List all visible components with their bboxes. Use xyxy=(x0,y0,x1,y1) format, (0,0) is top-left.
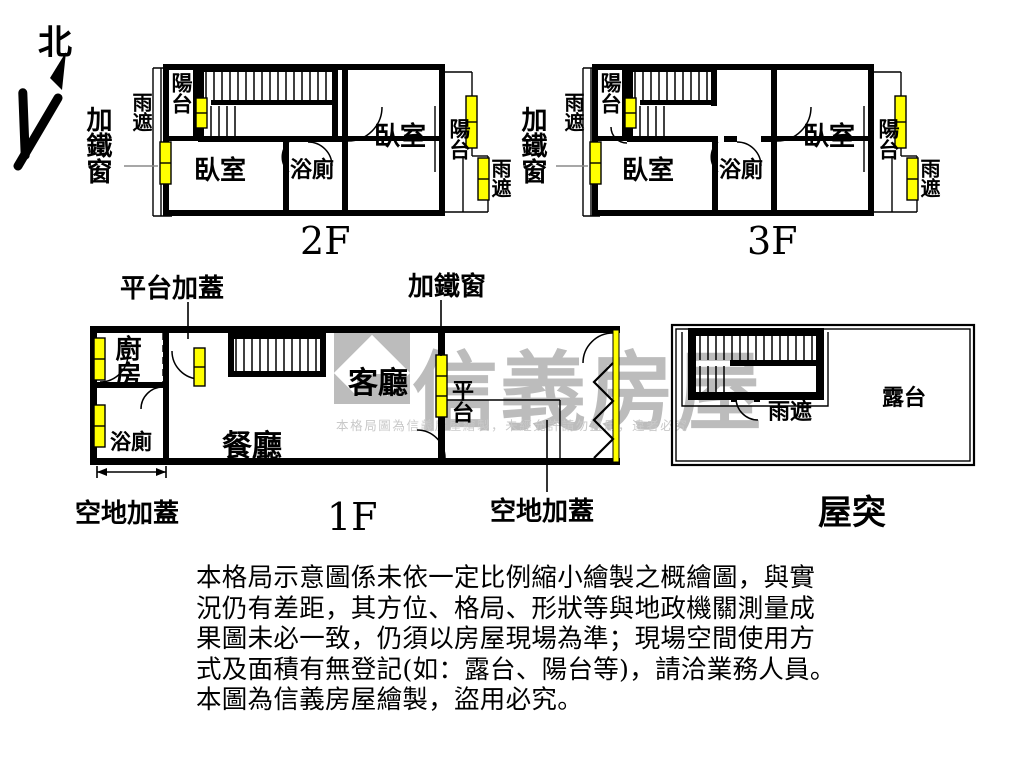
disclaimer-line: 本圖為信義房屋繪製，盜用必究。 xyxy=(196,685,584,715)
f3-title: 3F xyxy=(747,219,798,263)
disclaimer-block: 本格局示意圖係未依一定比例縮小繪製之概繪圖，與實 況仍有差距，其方位、格局、形狀… xyxy=(196,563,896,716)
floor-plan-1f xyxy=(90,300,620,492)
window-glyph xyxy=(93,337,448,448)
f1-open-cover-left-label: 空地加蓋 xyxy=(75,499,180,529)
f3-bedroom-left-label: 臥室 xyxy=(622,156,675,186)
disclaimer-line: 果圖未必一致，仍須以房屋現場為準；現場空間使用方 xyxy=(196,624,816,654)
f2-bathroom-label: 浴廁 xyxy=(290,158,335,183)
floor-plan-rf xyxy=(670,323,976,467)
f2-bedroom-left-label: 臥室 xyxy=(194,156,247,186)
rf-canopy-label: 雨遮 xyxy=(768,400,813,425)
f1-living-label: 客廳 xyxy=(348,366,408,401)
f3-balcony-left-label: 陽台 xyxy=(598,72,622,114)
f1-bathroom-label: 浴廁 xyxy=(110,430,152,454)
north-arrow-icon xyxy=(13,52,66,171)
window-glyph xyxy=(159,95,490,201)
f1-title: 1F xyxy=(327,495,378,539)
window-glyph xyxy=(589,95,919,201)
disclaimer-line: 本格局示意圖係未依一定比例縮小繪製之概繪圖，與實 xyxy=(196,563,816,593)
rf-title: 屋突 xyxy=(818,493,886,533)
north-label: 北 xyxy=(38,23,72,63)
f1-iron-window-label: 加鐵窗 xyxy=(408,272,487,302)
disclaimer-line: 式及面積有無登記(如：露台、陽台等)，請洽業務人員。 xyxy=(196,654,836,685)
f1-open-cover-right-label: 空地加蓋 xyxy=(490,497,595,527)
f2-bedroom-right-label: 臥室 xyxy=(374,122,427,152)
f2-balcony-left-label: 陽台 xyxy=(169,72,193,114)
f3-bedroom-right-label: 臥室 xyxy=(803,122,856,152)
f2-iron-window-label: 加鐵窗 xyxy=(82,106,112,184)
f2-balcony-right-label: 陽台 xyxy=(447,118,471,160)
f1-platform-cover-label: 平台加蓋 xyxy=(120,274,225,304)
floor-plan-2f xyxy=(124,64,490,217)
f3-canopy-right-label: 雨遮 xyxy=(917,158,941,198)
f1-kitchen-label: 廚房 xyxy=(111,335,141,387)
disclaimer-line: 況仍有差距，其方位、格局、形狀等與地政機關測量成 xyxy=(196,593,816,624)
f2-title: 2F xyxy=(300,219,351,263)
f1-dining-label: 餐廳 xyxy=(222,429,282,464)
f3-balcony-right-label: 陽台 xyxy=(876,118,900,160)
f2-canopy-right-label: 雨遮 xyxy=(488,158,512,198)
floor-plan-3f xyxy=(556,64,919,217)
f3-canopy-left-label: 雨遮 xyxy=(561,92,585,132)
f1-platform-label: 平台 xyxy=(448,379,473,423)
f2-canopy-left-label: 雨遮 xyxy=(129,92,153,132)
f3-bathroom-label: 浴廁 xyxy=(719,158,764,183)
watermark-notice-text: 本格局圖為信義房屋繪製，未經允許請勿盜用，違者必究 xyxy=(336,418,689,433)
rf-terrace-label: 露台 xyxy=(882,386,927,411)
f3-iron-window-label: 加鐵窗 xyxy=(517,106,547,184)
